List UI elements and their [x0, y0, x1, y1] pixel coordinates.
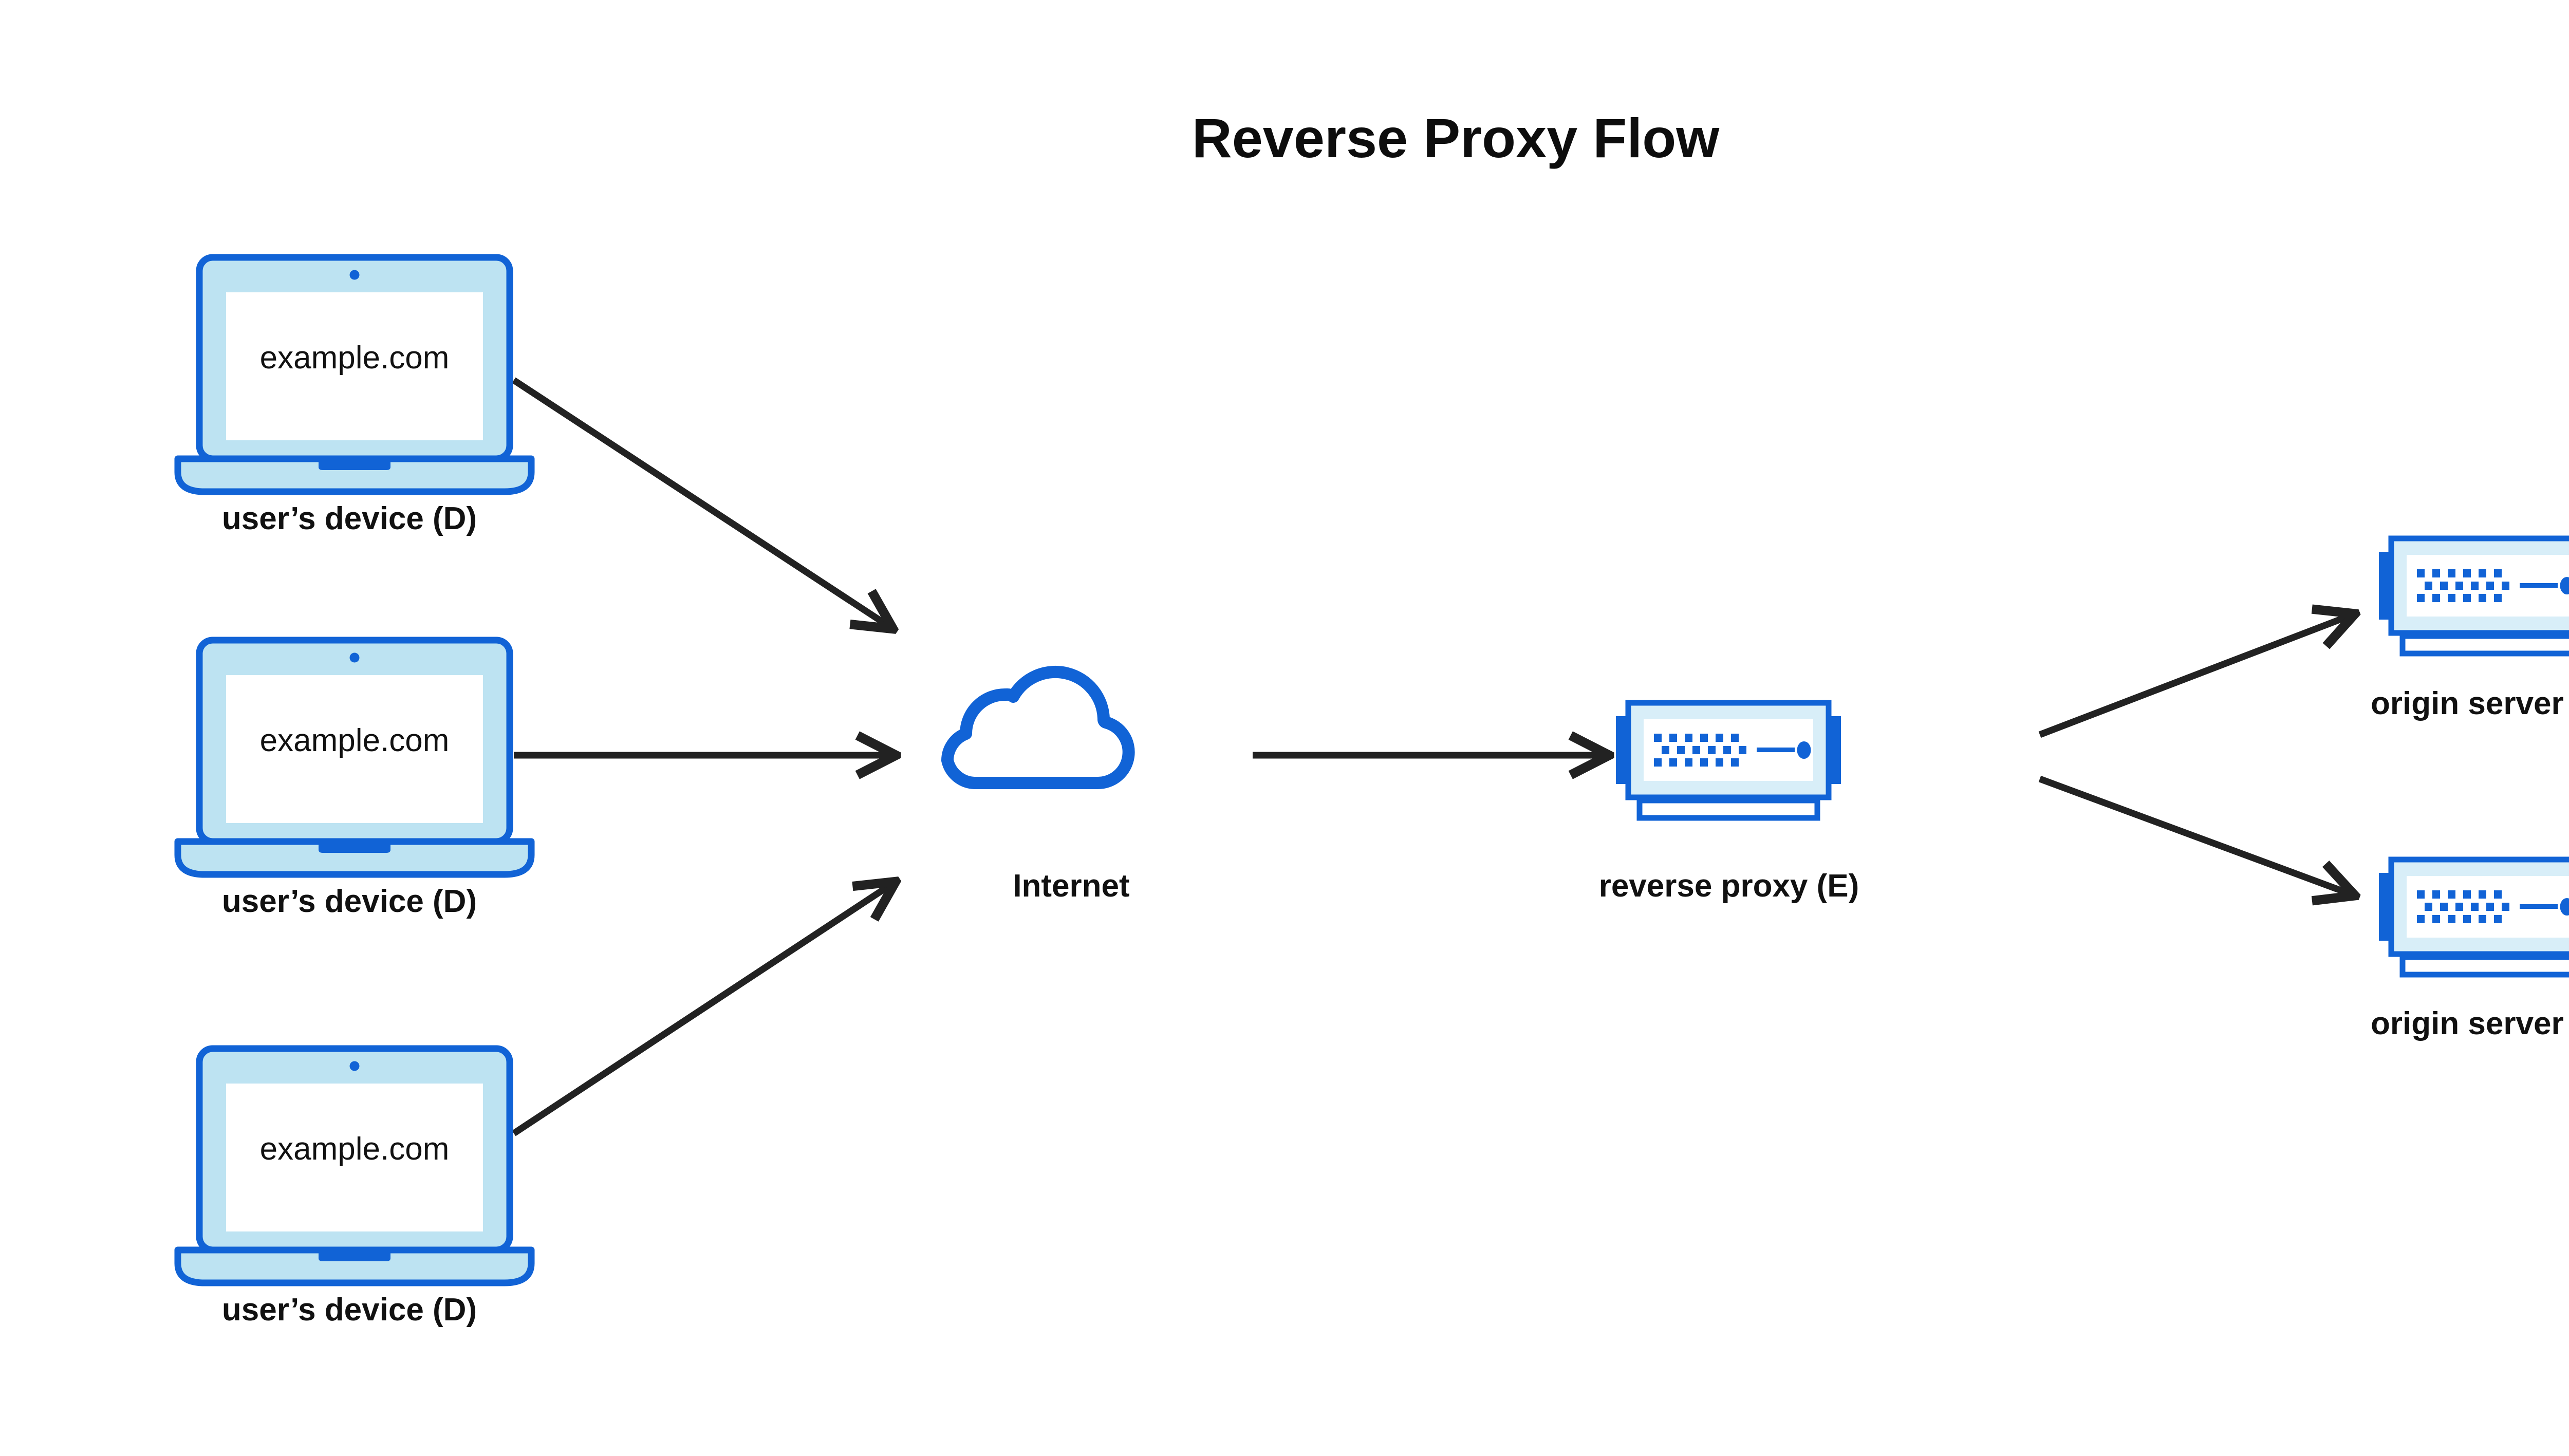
- node-origin-server-top[interactable]: origin server (F): [2371, 538, 2569, 721]
- laptop-screen-text: example.com: [260, 340, 450, 376]
- node-label-origin-server-top: origin server (F): [2371, 686, 2569, 721]
- laptop-screen-text: example.com: [260, 1131, 450, 1167]
- node-device-bottom[interactable]: example.com user’s device (D): [178, 1049, 531, 1328]
- cloud-icon: [947, 672, 1129, 783]
- edge-device-bottom-to-internet: [512, 883, 894, 1136]
- server-icon: [2379, 860, 2569, 975]
- node-reverse-proxy[interactable]: reverse proxy (E): [1599, 703, 1859, 904]
- edge-proxy-to-origin-bottom: [2038, 775, 2353, 895]
- edge-device-top-to-internet: [512, 377, 891, 628]
- node-label-device-top: user’s device (D): [222, 501, 477, 536]
- node-label-origin-server-bottom: origin server (F): [2371, 1006, 2569, 1041]
- page-title: Reverse Proxy Flow: [1192, 107, 1720, 169]
- node-label-reverse-proxy: reverse proxy (E): [1599, 868, 1859, 904]
- edge-proxy-to-origin-top: [2038, 614, 2353, 738]
- node-label-internet: Internet: [1013, 868, 1129, 904]
- node-origin-server-bottom[interactable]: origin server (F): [2371, 860, 2569, 1041]
- laptop-screen-text: example.com: [260, 723, 450, 758]
- server-icon: [2379, 538, 2569, 654]
- node-label-device-bottom: user’s device (D): [222, 1292, 477, 1328]
- node-internet[interactable]: Internet: [947, 672, 1130, 904]
- edge-layer: [512, 377, 2353, 1136]
- server-icon: [1616, 703, 1841, 818]
- node-device-top[interactable]: example.com user’s device (D): [178, 257, 531, 536]
- node-label-device-middle: user’s device (D): [222, 884, 477, 919]
- node-device-middle[interactable]: example.com user’s device (D): [178, 640, 531, 919]
